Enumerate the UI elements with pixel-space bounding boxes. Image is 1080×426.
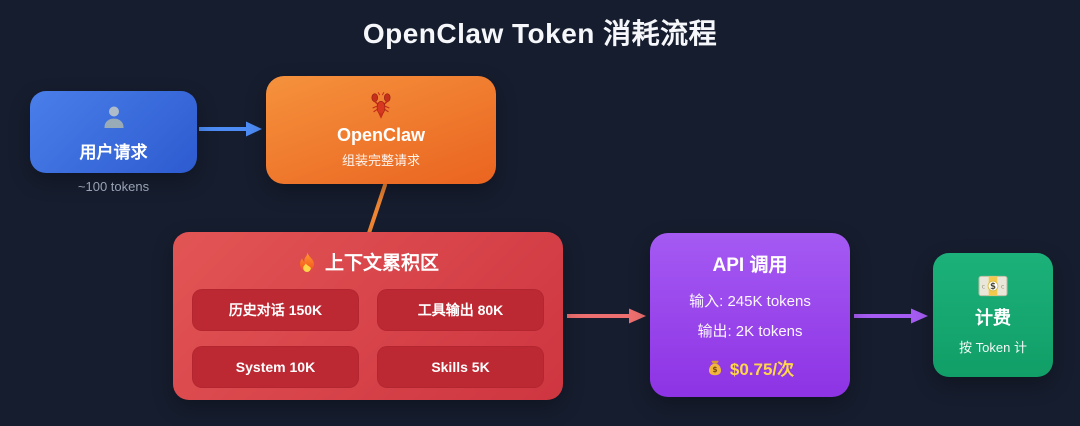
node-billing: $ c c 计费 按 Token 计 <box>933 253 1053 377</box>
user-token-caption: ~100 tokens <box>77 179 150 194</box>
api-output-line: 输出: 2K tokens <box>697 323 803 340</box>
lobster-icon <box>366 91 396 121</box>
openclaw-subtitle: 组装完整请求 <box>341 153 420 168</box>
node-openclaw: OpenClaw 组装完整请求 <box>266 76 496 184</box>
arrow-api-to-billing <box>854 308 928 324</box>
api-cost-row: $ $0.75/次 <box>706 355 794 380</box>
arrow-context-to-api <box>567 308 646 324</box>
billing-subtitle: 按 Token 计 <box>959 339 1027 355</box>
svg-text:c: c <box>982 282 986 290</box>
banknote-icon: $ c c <box>978 275 1008 297</box>
node-context-area: 上下文累积区 历史对话 150K 工具输出 80K System 10K Ski… <box>173 232 563 400</box>
context-chip-tool-output: 工具输出 80K <box>377 289 544 331</box>
arrow-user-to-openclaw <box>199 121 262 137</box>
context-chip-grid: 历史对话 150K 工具输出 80K System 10K Skills 5K <box>192 289 544 388</box>
context-title: 上下文累积区 <box>324 253 439 274</box>
user-icon <box>99 102 129 132</box>
context-title-row: 上下文累积区 <box>297 248 439 275</box>
svg-text:$: $ <box>712 364 717 373</box>
fire-icon <box>297 251 317 273</box>
line-openclaw-to-context <box>367 183 387 235</box>
context-chip-system: System 10K <box>192 346 359 388</box>
billing-label: 计费 <box>975 307 1011 328</box>
svg-text:$: $ <box>990 282 996 292</box>
node-api-call: API 调用 输入: 245K tokens 输出: 2K tokens $ $… <box>650 233 850 397</box>
page-title: OpenClaw Token 消耗流程 <box>362 18 718 49</box>
api-cost-label: $0.75/次 <box>729 360 795 379</box>
user-request-label: 用户请求 <box>79 142 148 162</box>
money-bag-icon: $ <box>706 359 724 377</box>
context-chip-history: 历史对话 150K <box>192 289 359 331</box>
context-chip-skills: Skills 5K <box>377 346 544 388</box>
node-user-request: 用户请求 <box>30 91 197 173</box>
svg-text:c: c <box>1001 282 1005 290</box>
openclaw-label: OpenClaw <box>336 125 425 145</box>
api-input-line: 输入: 245K tokens <box>689 293 811 310</box>
api-call-title: API 调用 <box>712 255 788 276</box>
